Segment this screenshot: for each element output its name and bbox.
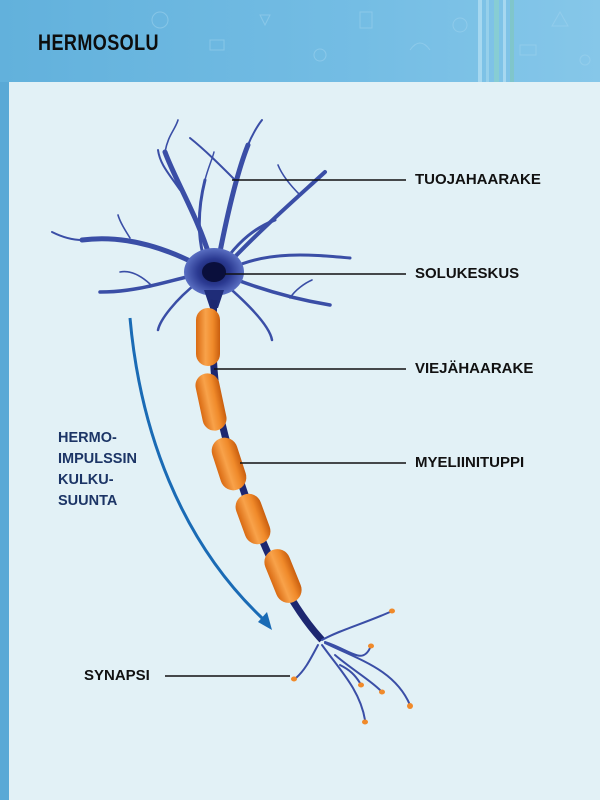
direction-label-line: KULKU- [58, 472, 114, 488]
myelin-segment [196, 308, 220, 366]
page-title: HERMOSOLU [38, 30, 159, 55]
label-myelin-sheath: MYELIINITUPPI [415, 454, 525, 471]
header-pattern-decoration [151, 0, 591, 82]
dendrites [51, 119, 352, 342]
cell-body [184, 248, 244, 308]
synapse-terminal-knobs [291, 608, 413, 725]
myelin-segment [235, 493, 271, 545]
direction-label-line: SUUNTA [58, 493, 118, 509]
impulse-direction-label: HERMO- IMPULSSIN KULKU- SUUNTA [58, 428, 178, 512]
label-synapse: SYNAPSI [84, 667, 150, 684]
label-cell-body: SOLUKESKUS [415, 265, 520, 282]
myelin-sheath-segments [195, 308, 302, 603]
label-axon: VIEJÄHAARAKE [415, 360, 534, 377]
myelin-segment [264, 549, 302, 603]
axon-terminals [295, 611, 411, 721]
myelin-segment [195, 373, 227, 431]
impulse-direction-arrow [128, 317, 272, 630]
direction-label-line: IMPULSSIN [58, 451, 137, 467]
direction-label-line: HERMO- [58, 430, 117, 446]
leader-lines [165, 179, 406, 677]
myelin-segment [211, 437, 247, 491]
label-dendrite: TUOJAHAARAKE [415, 171, 541, 188]
header-banner: HERMOSOLU [0, 0, 600, 82]
left-accent-bar [0, 82, 9, 800]
